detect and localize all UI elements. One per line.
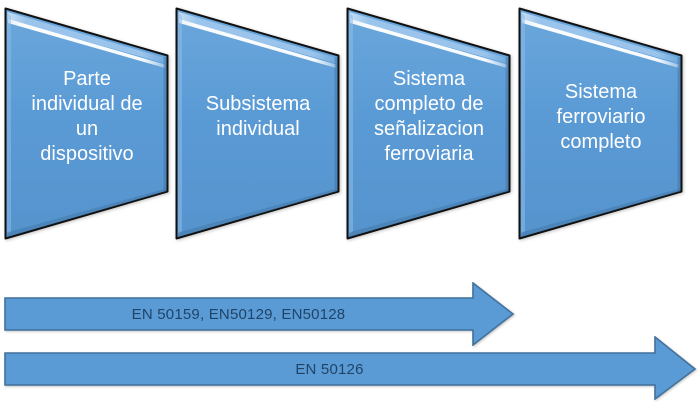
right-arrow-icon (4, 336, 697, 400)
stage-gloss-stripe (522, 19, 679, 68)
stage-label: Subsistema individual (205, 93, 311, 140)
stage-bottom-shade (521, 188, 680, 237)
stage-shape-svg (175, 7, 340, 240)
stage-bevel-band (349, 12, 508, 64)
stage-gloss-stripe (350, 19, 507, 68)
arrow-label: EN 50126 (295, 360, 364, 378)
stage-shape-svg (346, 7, 511, 240)
stage-left-highlight (349, 12, 353, 235)
stage-shape-svg (518, 7, 683, 240)
stage-body (4, 7, 169, 240)
stage-railway-system: Sistema ferroviario completo (518, 7, 684, 241)
stage-right-shade (163, 56, 167, 192)
stage-right-shade (505, 56, 509, 192)
stage-bottom-shade (349, 188, 508, 237)
arrow-shape (4, 282, 515, 346)
stage-label: Sistema completo de señalizacion ferrovi… (373, 68, 485, 165)
stage-body (175, 7, 340, 240)
stage-bottom-shade (178, 188, 337, 237)
stage-gloss-stripe (179, 19, 336, 68)
stage-right-shade (334, 56, 338, 192)
stage-left-highlight (7, 12, 11, 235)
stage-shape-svg (4, 7, 169, 240)
stage-body (518, 7, 683, 240)
arrow-shape (4, 336, 697, 400)
arrow-signalling-standards: EN 50159, EN50129, EN50128 (4, 282, 516, 346)
stage-bevel-band (7, 12, 166, 64)
stage-bevel-band (178, 12, 337, 64)
stage-signalling-system: Sistema completo de señalizacion ferrovi… (346, 7, 512, 241)
stage-right-shade (677, 56, 681, 192)
stage-label: Sistema ferroviario completo (556, 80, 646, 153)
stage-bottom-shade (7, 188, 166, 237)
stage-subsystem: Subsistema individual (175, 7, 341, 241)
stage-left-highlight (521, 12, 525, 235)
stage-gloss-stripe (8, 19, 165, 68)
stage-device-part: Parte individual de un dispositivo (4, 7, 170, 241)
stage-label: Parte individual de un dispositivo (31, 68, 143, 165)
stage-body (346, 7, 511, 240)
right-arrow-icon (4, 282, 515, 346)
arrow-label: EN 50159, EN50129, EN50128 (131, 305, 346, 323)
stage-left-highlight (178, 12, 182, 235)
stage-bevel-band (521, 12, 680, 64)
arrow-en50126: EN 50126 (4, 336, 698, 400)
